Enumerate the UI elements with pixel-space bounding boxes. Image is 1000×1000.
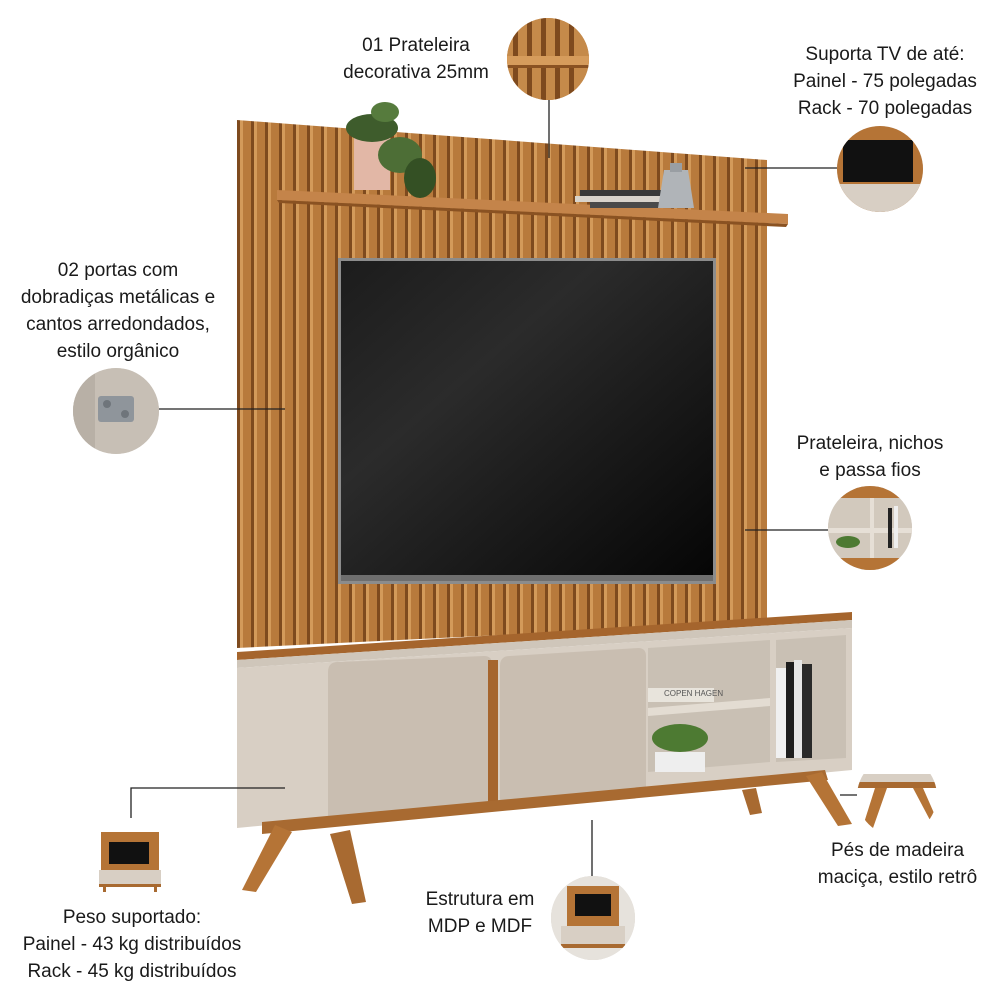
callout-doors: 02 portas com dobradiças metálicas e can…: [0, 257, 236, 365]
niches-thumbnail: [828, 486, 912, 570]
vase: [658, 163, 694, 208]
tv-support-thumbnail: [837, 126, 923, 212]
callout-line: Rack - 70 polegadas: [797, 98, 973, 119]
callout-line: decorativa 25mm: [343, 62, 489, 83]
callout-structure: Estrutura em MDP e MDF: [410, 886, 550, 940]
callout-line: maciça, estilo retrô: [817, 867, 978, 888]
callout-line: dobradiças metálicas e: [20, 287, 216, 308]
hinge-detail-thumbnail: [73, 368, 159, 454]
callout-decorative-shelf: 01 Prateleira decorativa 25mm: [316, 32, 516, 86]
structure-thumbnail: [551, 876, 635, 960]
television: [338, 258, 716, 584]
shelf-books: [575, 190, 680, 208]
callout-line: cantos arredondados,: [26, 314, 210, 335]
shelf-detail-thumbnail: [507, 18, 589, 100]
callout-line: Peso suportado:: [62, 907, 202, 928]
product-mini-icon: [99, 832, 161, 892]
callout-line: Pés de madeira: [830, 840, 965, 861]
leader-lines: [130, 100, 862, 876]
rack-niches: COPEN HAGEN: [648, 635, 846, 772]
callout-line: MDP e MDF: [427, 916, 533, 937]
callout-line: estilo orgânico: [56, 341, 180, 362]
rack-top: [237, 612, 852, 668]
callout-line: Rack - 45 kg distribuídos: [27, 961, 237, 982]
left-door: [328, 656, 498, 827]
callout-line: e passa fios: [819, 460, 921, 481]
book-spine-label: COPEN HAGEN: [664, 689, 723, 698]
callout-line: Suporta TV de até:: [805, 44, 965, 65]
callout-feet: Pés de madeira maciça, estilo retrô: [795, 837, 1000, 891]
callout-niches: Prateleira, nichos e passa fios: [770, 430, 970, 484]
callout-line: Prateleira, nichos: [796, 433, 944, 454]
rack-base: [242, 770, 852, 904]
feet-detail-thumbnail: [857, 756, 937, 836]
callout-line: 01 Prateleira: [362, 35, 470, 56]
callout-line: Estrutura em: [425, 889, 535, 910]
callout-line: Painel - 75 polegadas: [793, 71, 977, 92]
callout-line: Painel - 43 kg distribuídos: [22, 934, 242, 955]
right-door: [500, 648, 646, 807]
decorative-shelf: [277, 190, 788, 227]
callout-line: 02 portas com: [57, 260, 179, 281]
callout-weight: Peso suportado: Painel - 43 kg distribuí…: [0, 904, 264, 985]
plant-decoration: [346, 102, 436, 198]
callout-tv-support: Suporta TV de até: Painel - 75 polegadas…: [770, 41, 1000, 122]
